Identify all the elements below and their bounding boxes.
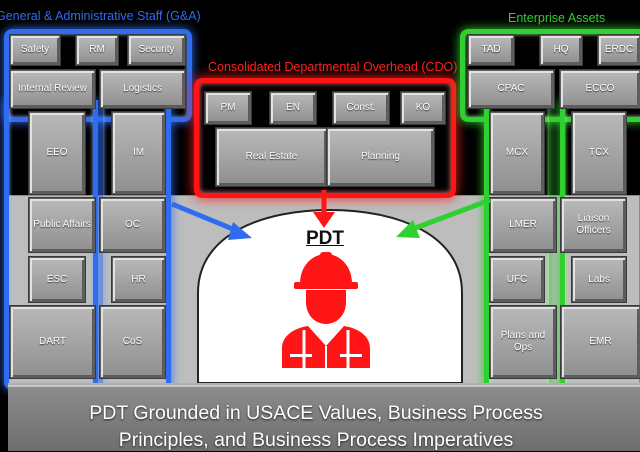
cdo-block-en: EN — [270, 92, 316, 124]
ga-arrow — [171, 201, 241, 235]
ga-block-hr: HR — [112, 257, 165, 302]
ga-block-security: Security — [128, 35, 185, 65]
ga-block-logistics: Logistics — [100, 70, 185, 108]
enterprise-arrow — [409, 197, 491, 233]
footer-banner: PDT Grounded in USACE Values, Business P… — [8, 383, 640, 451]
ga-block-internal-review: Internal Review — [10, 70, 95, 108]
enterprise-block-emr: EMR — [561, 306, 640, 378]
footer-line-2: Principles, and Business Process Imperat… — [118, 429, 514, 451]
enterprise-block-ufc: UFC — [490, 257, 544, 302]
cdo-block-real-estate: Real Estate — [216, 128, 327, 186]
ga-block-oc: OC — [100, 198, 165, 252]
cdo-block-ko: KO — [401, 92, 445, 124]
ga-block-esc: ESC — [29, 257, 85, 302]
ga-block-dart: DART — [10, 306, 95, 378]
footer-line-1: PDT Grounded in USACE Values, Business P… — [89, 402, 543, 424]
enterprise-block-liaison-officers: Liaison Officers — [561, 198, 626, 252]
enterprise-block-tcx: TCX — [572, 112, 626, 194]
enterprise-title: Enterprise Assets — [508, 11, 606, 25]
cdo-block-pm: PM — [205, 92, 251, 124]
ga-outline-top — [4, 29, 192, 122]
ga-block-eeo: EEO — [29, 112, 85, 194]
ga-block-public-affairs: Public Affairs — [29, 198, 95, 252]
ga-title: General & Administrative Staff (G&A) — [0, 9, 201, 23]
worker-hardhat-icon — [282, 252, 370, 368]
enterprise-block-cpac: CPAC — [468, 70, 554, 108]
pdt-label: PDT — [306, 228, 344, 249]
enterprise-block-hq: HQ — [540, 35, 582, 65]
enterprise-block-mcx: MCX — [490, 112, 544, 194]
enterprise-block-tad: TAD — [468, 35, 514, 65]
ga-block-safety: Safety — [10, 35, 60, 65]
ga-block-im: IM — [112, 112, 165, 194]
enterprise-block-plans-and-ops: Plans and Ops — [490, 306, 556, 378]
cdo-block-planning: Planning — [327, 128, 434, 186]
ga-block-rm: RM — [76, 35, 118, 65]
enterprise-block-labs: Labs — [572, 257, 626, 302]
cdo-title: Consolidated Departmental Overhead (CDO) — [208, 60, 458, 74]
enterprise-outline-top — [460, 29, 640, 122]
enterprise-block-lmer: LMER — [490, 198, 556, 252]
cdo-block-const: Const. — [333, 92, 389, 124]
ga-block-cos: CoS — [100, 306, 165, 378]
